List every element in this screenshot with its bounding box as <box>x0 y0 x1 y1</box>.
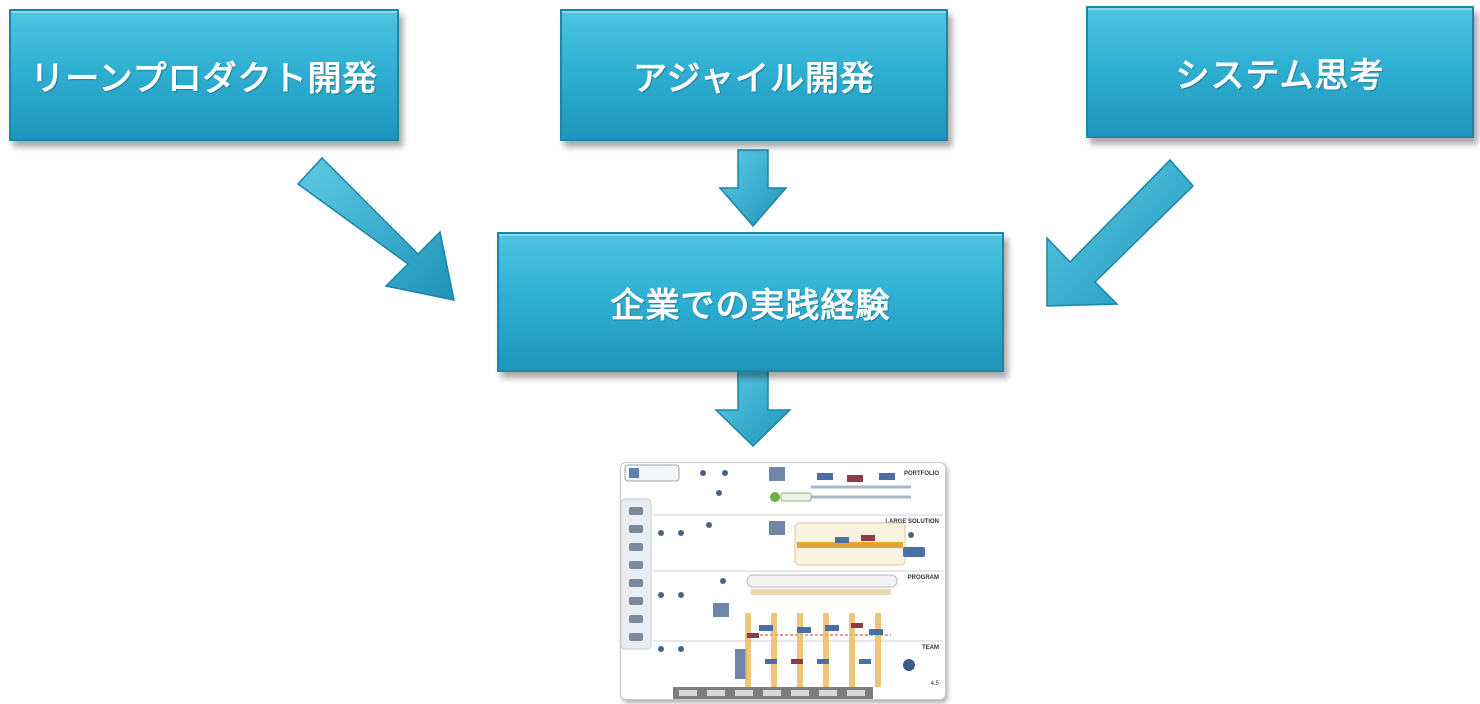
safe-framework-image: PORTFOLIO LARGE SOLUTION PROGRAM TEAM <box>620 462 946 700</box>
level-portfolio: PORTFOLIO <box>904 471 939 477</box>
level-team: TEAM <box>922 645 939 651</box>
safe-version: 4.5 <box>931 681 940 687</box>
level-large-solution: LARGE SOLUTION <box>885 519 939 525</box>
lean-product-development-box: リーンプロダクト開発 <box>9 9 399 141</box>
systems-label: システム思考 <box>1175 55 1385 96</box>
practice-label: 企業での実践経験 <box>610 285 891 326</box>
agile-development-box: アジャイル開発 <box>560 9 948 141</box>
agile-label: アジャイル開発 <box>633 58 875 99</box>
enterprise-practice-box: 企業での実践経験 <box>497 232 1004 372</box>
level-program: PROGRAM <box>908 575 939 581</box>
arrow-agile-to-practice <box>718 149 788 228</box>
arrow-lean-to-practice <box>296 156 455 301</box>
systems-thinking-box: システム思考 <box>1086 6 1474 138</box>
lean-label: リーンプロダクト開発 <box>30 58 378 99</box>
arrow-practice-to-safe <box>714 369 792 448</box>
arrow-systems-to-practice <box>1046 158 1195 307</box>
